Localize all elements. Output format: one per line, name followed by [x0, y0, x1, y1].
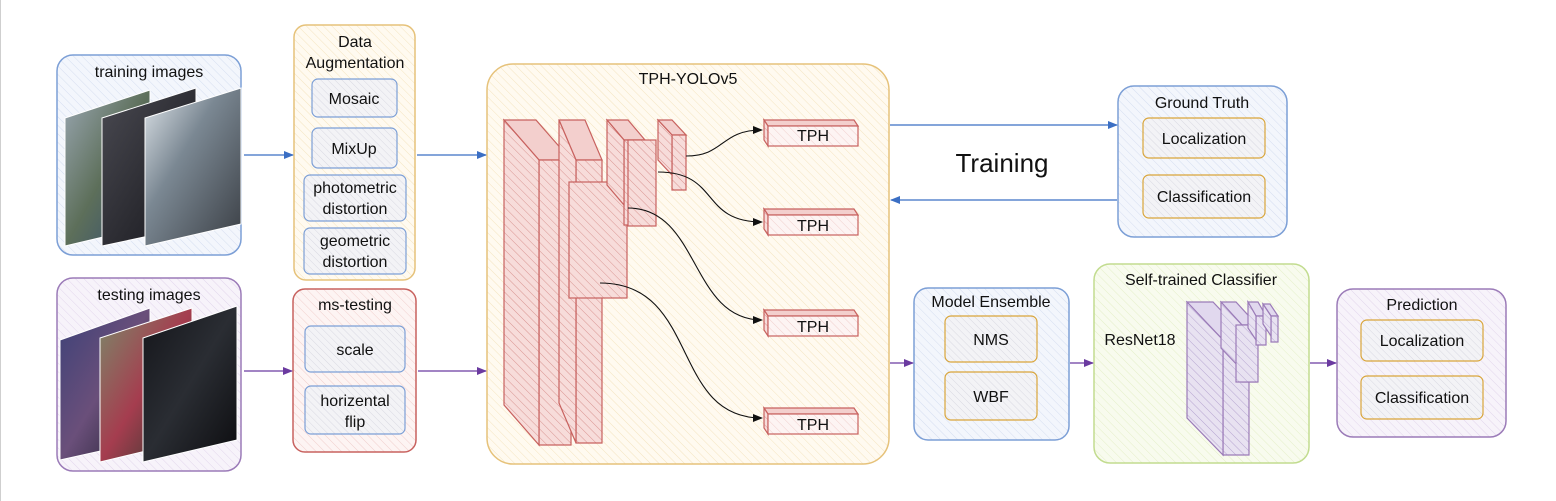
connector-tph-4 [599, 282, 763, 422]
backbone-layer-4 [656, 118, 688, 191]
photometric-label-1: photometric [313, 180, 397, 197]
backbone-layer-2 [558, 119, 628, 444]
ground-truth-title: Ground Truth [1155, 95, 1249, 112]
training-label: Training [956, 148, 1049, 178]
tph-head-1-label: TPH [797, 128, 829, 145]
connector-tph-2 [657, 171, 763, 226]
tph-head-3: TPH [762, 308, 860, 338]
ms-testing-title: ms-testing [318, 297, 392, 314]
data-augmentation-title-2: Augmentation [306, 55, 405, 72]
photometric-label-2: distortion [323, 201, 388, 218]
gt-classification-box [1142, 174, 1266, 219]
training-image-3 [144, 87, 242, 247]
tph-yolov5-panel: TPH-YOLOv5 TPH [486, 63, 890, 465]
mixup-box [311, 127, 398, 169]
ground-truth-panel: Ground Truth Localization Classification [1117, 85, 1288, 238]
connector-tph-3 [627, 207, 763, 324]
gt-classification-label: Classification [1157, 189, 1251, 206]
tph-head-3-label: TPH [797, 319, 829, 336]
horizontal-flip-label-2: flip [345, 414, 366, 431]
gt-localization-label: Localization [1162, 131, 1247, 148]
training-images-panel: training images [56, 54, 242, 256]
data-augmentation-panel: Data Augmentation Mosaic MixUp photometr… [293, 24, 416, 281]
horizontal-flip-label-1: horizental [320, 393, 389, 410]
wbf-label: WBF [973, 389, 1009, 406]
scale-label: scale [336, 342, 373, 359]
ms-testing-panel: ms-testing scale horizental flip [292, 288, 417, 453]
tph-head-4: TPH [762, 406, 860, 436]
model-ensemble-panel: Model Ensemble NMS WBF [913, 287, 1070, 441]
gt-localization-box [1142, 117, 1266, 159]
prediction-title: Prediction [1386, 297, 1457, 314]
tph-head-4-label: TPH [797, 417, 829, 434]
testing-images-panel: testing images [56, 277, 242, 472]
pred-localization-label: Localization [1380, 333, 1465, 350]
resnet18-label: ResNet18 [1104, 332, 1175, 349]
pred-localization-box [1360, 319, 1484, 362]
classifier-title: Self-trained Classifier [1125, 272, 1278, 289]
model-ensemble-title: Model Ensemble [931, 294, 1050, 311]
nms-label: NMS [973, 332, 1009, 349]
classifier-layer-2 [1219, 300, 1259, 383]
training-images-title: training images [95, 64, 204, 81]
wbf-box [944, 371, 1038, 421]
classifier-layer-4 [1261, 302, 1280, 343]
connector-tph-1 [685, 126, 763, 157]
geometric-label-2: distortion [323, 254, 388, 271]
tph-head-2: TPH [762, 207, 860, 237]
photometric-distortion-box [303, 174, 407, 222]
prediction-panel: Prediction Localization Classification [1336, 288, 1507, 438]
scale-box [304, 325, 406, 373]
mosaic-label: Mosaic [329, 91, 380, 108]
nms-box [944, 315, 1038, 363]
pred-classification-label: Classification [1375, 390, 1469, 407]
tph-head-2-label: TPH [797, 218, 829, 235]
mosaic-box [311, 78, 398, 118]
classifier-panel: Self-trained Classifier ResNet18 [1093, 263, 1310, 464]
tph-yolov5-title: TPH-YOLOv5 [639, 71, 738, 88]
mixup-label: MixUp [331, 141, 376, 158]
testing-images-title: testing images [97, 287, 200, 304]
pred-classification-box [1360, 375, 1484, 420]
tph-head-1: TPH [762, 118, 860, 148]
testing-image-3 [142, 305, 238, 463]
geometric-distortion-box [303, 227, 407, 275]
data-augmentation-title-1: Data [338, 34, 372, 51]
horizontal-flip-box [304, 385, 406, 435]
geometric-label-1: geometric [320, 233, 390, 250]
backbone-layer-3 [605, 118, 657, 227]
